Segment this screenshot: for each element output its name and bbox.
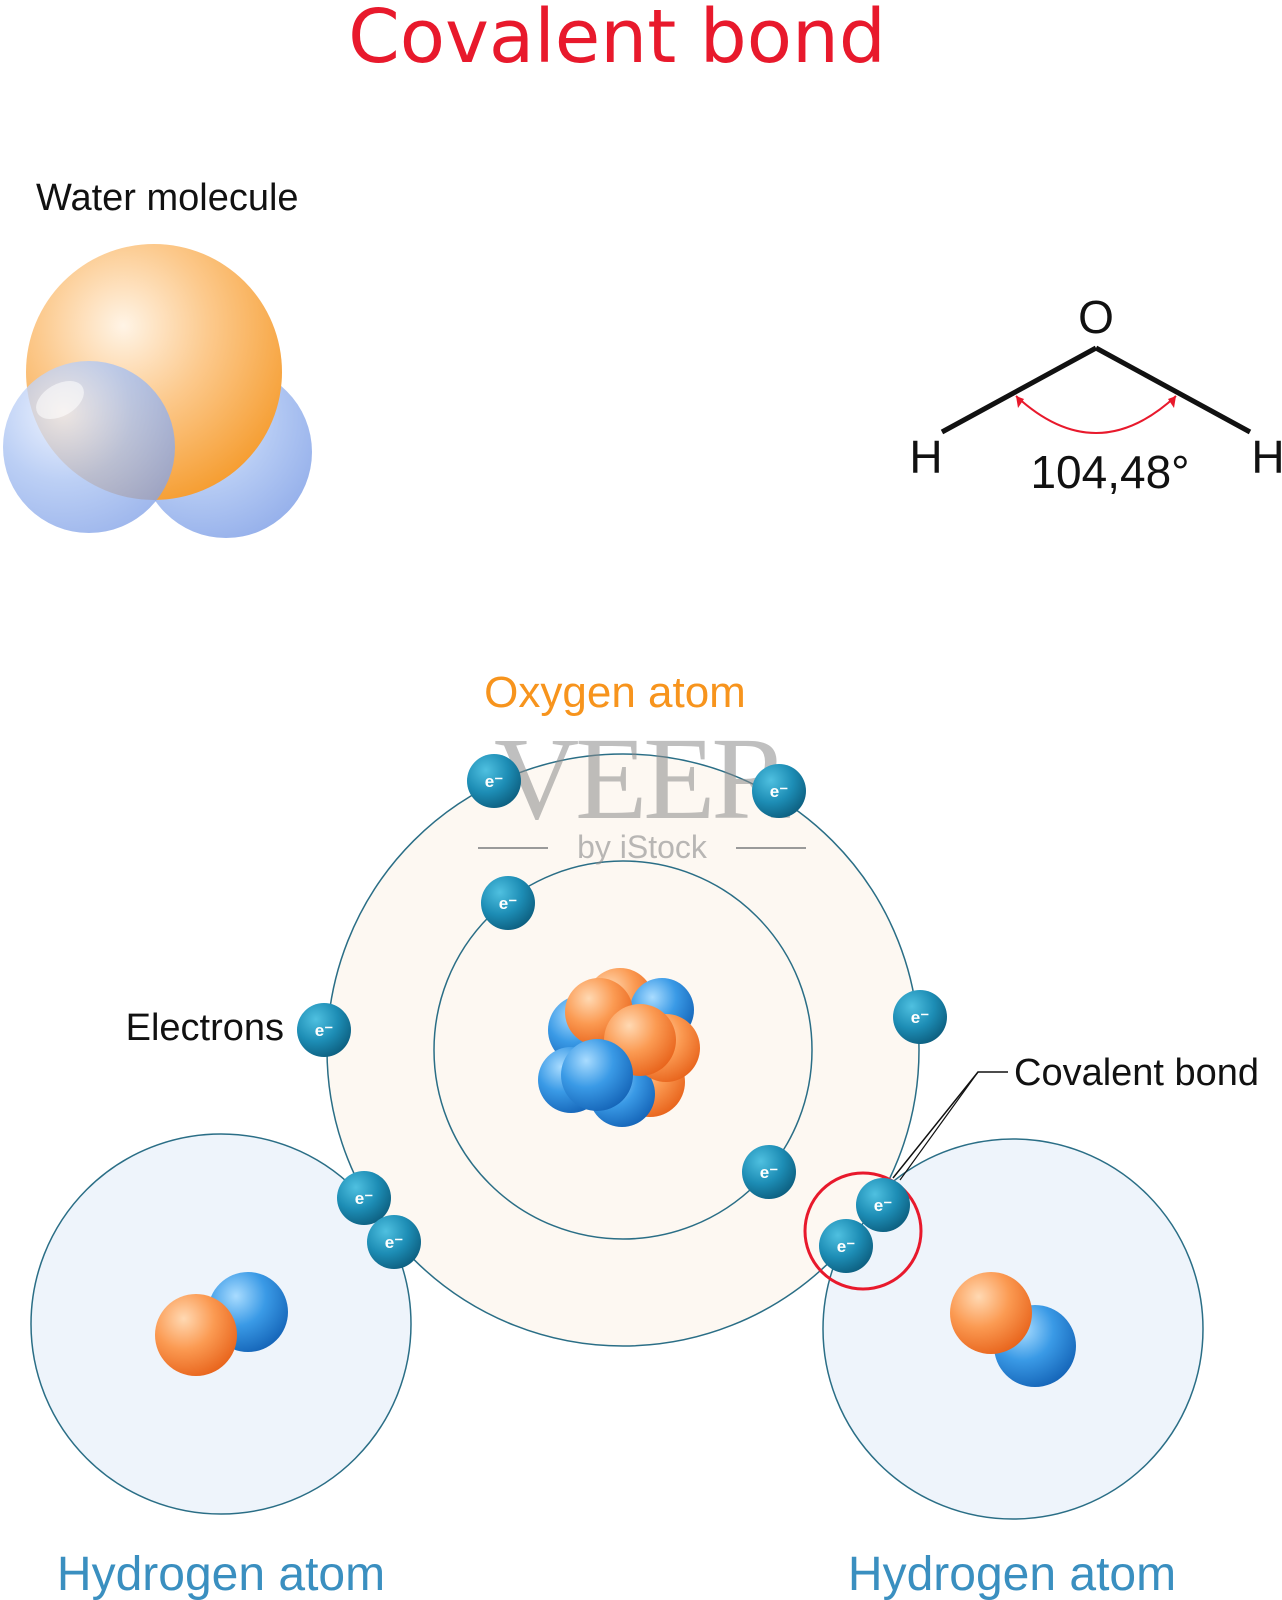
electron: e⁻ xyxy=(742,1145,796,1199)
covalent-bond-label: Covalent bond xyxy=(1014,1052,1259,1094)
electron: e⁻ xyxy=(467,754,521,808)
electron-label: e⁻ xyxy=(499,894,517,913)
formula-oxygen: O xyxy=(1078,291,1114,343)
hydrogen-atom-label-right: Hydrogen atom xyxy=(848,1548,1176,1600)
electron-label: e⁻ xyxy=(911,1008,929,1027)
electron-label: e⁻ xyxy=(355,1189,373,1208)
covalent-bond-highlight xyxy=(803,1171,923,1291)
electrons-label: Electrons xyxy=(126,1007,284,1049)
hydrogen-sphere-front xyxy=(3,361,175,533)
water-molecule-model xyxy=(3,244,312,538)
electron-label: e⁻ xyxy=(385,1233,403,1252)
bond-angle-label: 104,48° xyxy=(1030,446,1189,498)
electron: e⁻ xyxy=(481,876,535,930)
electron: e⁻ xyxy=(367,1215,421,1269)
watermark: VEER by iStock xyxy=(478,713,806,865)
watermark-byline: by iStock xyxy=(577,829,708,865)
watermark-brand: VEER xyxy=(494,713,790,844)
electron: e⁻ xyxy=(752,764,806,818)
bond-angle-arc xyxy=(1015,395,1177,434)
oxygen-atom-label: Oxygen atom xyxy=(484,668,746,717)
hydrogen-nucleus-left xyxy=(155,1272,288,1376)
electron-label: e⁻ xyxy=(485,772,503,791)
electron: e⁻ xyxy=(819,1219,873,1273)
formula-bond-left xyxy=(940,345,1098,435)
electron: e⁻ xyxy=(893,990,947,1044)
electron-label: e⁻ xyxy=(770,782,788,801)
electron-label: e⁻ xyxy=(315,1021,333,1040)
electron-label: e⁻ xyxy=(760,1163,778,1182)
hydrogen-nucleus-right xyxy=(950,1272,1076,1387)
electron: e⁻ xyxy=(297,1003,351,1057)
structural-formula: O H H 104,48° xyxy=(909,291,1282,498)
formula-bond-right xyxy=(1094,345,1252,435)
electron: e⁻ xyxy=(856,1178,910,1232)
water-molecule-label: Water molecule xyxy=(36,177,299,219)
page-title: Covalent bond xyxy=(348,0,886,80)
electron-label: e⁻ xyxy=(837,1237,855,1256)
formula-hydrogen-left: H xyxy=(909,431,942,483)
formula-hydrogen-right: H xyxy=(1251,431,1282,483)
electron-label: e⁻ xyxy=(874,1196,892,1215)
hydrogen-atom-label-left: Hydrogen atom xyxy=(57,1548,385,1600)
oxygen-nucleus xyxy=(538,968,700,1127)
electron: e⁻ xyxy=(337,1171,391,1225)
